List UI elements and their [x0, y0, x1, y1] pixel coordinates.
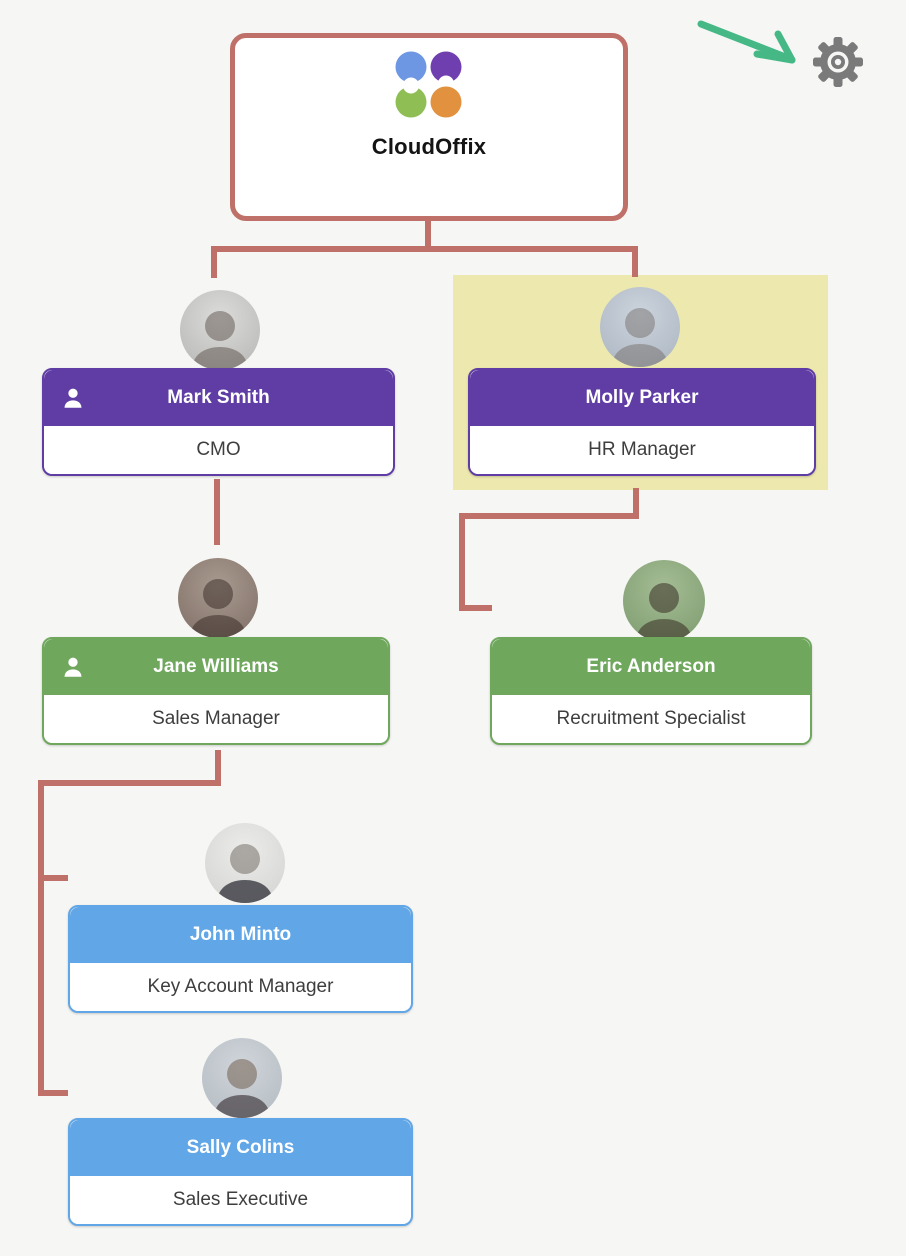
- connector-jane-vertical: [38, 780, 44, 1096]
- avatar-molly-parker[interactable]: [600, 287, 680, 367]
- employee-title: Recruitment Specialist: [492, 695, 810, 743]
- avatar-jane-williams[interactable]: [178, 558, 258, 638]
- company-name: CloudOffix: [371, 134, 487, 159]
- connector-molly-vertical: [459, 513, 465, 611]
- connector-root-rail: [211, 246, 638, 252]
- employee-name: Jane Williams: [153, 656, 279, 677]
- connector-mark-jane: [214, 479, 220, 545]
- connector-molly-stem: [633, 488, 639, 519]
- connector-drop-molly: [632, 246, 638, 277]
- gear-icon[interactable]: [812, 36, 864, 88]
- employee-name: Eric Anderson: [586, 656, 716, 677]
- org-node-john-minto[interactable]: John Minto Key Account Manager: [68, 823, 413, 1013]
- employee-name: Mark Smith: [167, 387, 270, 408]
- avatar-eric-anderson[interactable]: [623, 560, 705, 642]
- org-node-eric-anderson[interactable]: Eric Anderson Recruitment Specialist: [490, 560, 812, 745]
- org-node-jane-williams[interactable]: Jane Williams Sales Manager: [42, 558, 390, 745]
- employee-title: CMO: [44, 426, 393, 474]
- avatar-mark-smith[interactable]: [180, 290, 260, 370]
- employee-title: HR Manager: [470, 426, 814, 474]
- connector-molly-horizontal: [459, 513, 639, 519]
- connector-john-stub: [38, 875, 68, 881]
- connector-drop-mark: [211, 246, 217, 278]
- employee-name: Sally Colins: [186, 1137, 295, 1158]
- connector-root-stem: [425, 219, 431, 248]
- green-arrow-icon: [697, 20, 796, 64]
- employee-name: John Minto: [189, 924, 292, 945]
- org-node-molly-parker[interactable]: Molly Parker HR Manager: [468, 287, 816, 476]
- org-node-mark-smith[interactable]: Mark Smith CMO: [42, 290, 395, 476]
- employee-name: Molly Parker: [585, 387, 699, 408]
- employee-title: Sales Executive: [70, 1176, 411, 1224]
- root-node-company[interactable]: CloudOffix: [230, 33, 628, 221]
- avatar-sally-colins[interactable]: [202, 1038, 282, 1118]
- employee-title: Key Account Manager: [70, 963, 411, 1011]
- connector-jane-horizontal: [38, 780, 221, 786]
- employee-title: Sales Manager: [44, 695, 388, 743]
- person-icon: [64, 657, 82, 677]
- cloudoffix-logo-icon: [395, 51, 462, 118]
- connector-sally-stub: [38, 1090, 68, 1096]
- person-icon: [64, 388, 82, 408]
- connector-jane-stem: [215, 750, 221, 786]
- org-node-sally-colins[interactable]: Sally Colins Sales Executive: [68, 1038, 413, 1228]
- avatar-john-minto[interactable]: [205, 823, 285, 903]
- connector-eric-stub: [459, 605, 492, 611]
